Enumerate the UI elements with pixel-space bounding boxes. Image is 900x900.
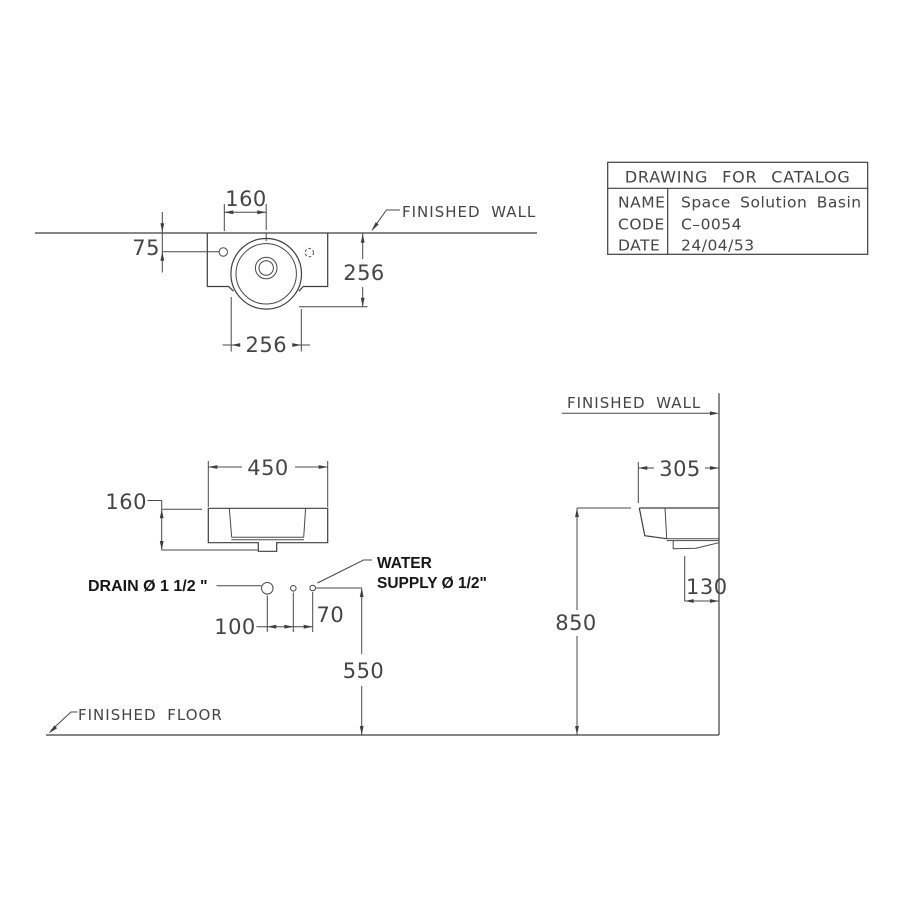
basin-outline-left <box>206 233 235 292</box>
dim-arrow <box>159 509 164 519</box>
title-block-label-name: NAME <box>618 194 665 212</box>
dim-text-450: 450 <box>247 456 289 480</box>
dim-arrow <box>360 297 365 307</box>
dim-text-130: 130 <box>686 575 728 599</box>
top-view: FINISHED WALL 160 75 256 <box>35 187 537 357</box>
dim-arrow <box>710 466 719 470</box>
dim-arrow <box>257 210 267 215</box>
drain-label: DRAIN Ø 1 1/2 " <box>88 578 208 595</box>
dim-arrow <box>359 588 364 597</box>
dim-arrow <box>160 223 165 233</box>
drain-hole-inner-circle <box>258 260 274 276</box>
basin-side-front-profile <box>638 507 667 540</box>
dim-arrow <box>160 251 165 261</box>
dim-arrow <box>303 624 313 629</box>
water-supply-label-line2: SUPPLY Ø 1/2" <box>377 575 487 592</box>
faucet-hole-left <box>218 247 229 257</box>
water-supply-leader <box>317 559 372 584</box>
basin-outline-right <box>298 233 329 292</box>
dim-arrow <box>684 599 694 603</box>
finished-floor-label: FINISHED FLOOR <box>78 706 223 724</box>
bowl-inner-left <box>228 508 233 538</box>
dim-text-256-depth: 256 <box>343 261 385 285</box>
title-block-header: DRAWING FOR CATALOG <box>625 168 851 187</box>
faucet-hole-right-dashed <box>304 247 314 258</box>
dim-arrow <box>231 343 241 347</box>
mounting-hole-circle <box>290 585 297 592</box>
finished-wall-label-top: FINISHED WALL <box>402 203 536 221</box>
dim-text-160-front: 160 <box>105 490 147 514</box>
dim-arrow <box>318 465 328 469</box>
title-block-border <box>607 161 869 255</box>
dim-text-305: 305 <box>659 457 701 481</box>
title-block-value-name: Space Solution Basin <box>681 194 862 212</box>
dim-arrow <box>292 343 302 347</box>
dim-arrow <box>359 726 364 735</box>
dim-arrow <box>224 210 234 215</box>
water-supply-circle <box>309 584 317 592</box>
bowl-rim-outer-circle <box>230 237 303 310</box>
finished-wall-label-side: FINISHED WALL <box>567 394 701 412</box>
bowl-inner-right <box>303 508 307 538</box>
title-block: DRAWING FOR CATALOG NAME Space Solution … <box>607 161 869 255</box>
bowl-rim-inner-circle <box>235 243 297 305</box>
basin-front-outline <box>207 507 329 552</box>
basin-side-inner-line <box>664 507 668 539</box>
water-supply-label-line1: WATER <box>377 555 432 572</box>
dim-arrow <box>638 466 648 470</box>
dim-text-550: 550 <box>343 659 385 683</box>
finished-floor-leader <box>50 711 78 731</box>
title-block-value-code: C–0054 <box>681 216 742 234</box>
side-view: FINISHED WALL 305 130 850 <box>555 393 727 735</box>
drain-hole-outer-circle <box>254 256 278 280</box>
dim-arrow <box>267 624 277 629</box>
title-block-label-code: CODE <box>618 216 665 234</box>
dim-text-70: 70 <box>317 603 345 627</box>
floor: FINISHED FLOOR <box>46 706 719 736</box>
basin-side-outlet-profile <box>672 540 720 550</box>
dim-text-256-bowl: 256 <box>246 333 288 357</box>
dim-text-160-top: 160 <box>225 187 267 211</box>
title-block-label-date: DATE <box>618 237 660 255</box>
leader-arrowhead <box>48 725 58 734</box>
leader-arrowhead <box>710 411 719 416</box>
dim-arrow <box>575 726 579 735</box>
dim-arrow <box>360 233 365 243</box>
dim-text-850: 850 <box>555 611 597 635</box>
dim-arrow <box>284 624 294 629</box>
drain-outlet-circle <box>261 582 274 595</box>
dim-arrow <box>159 541 164 550</box>
front-view: 450 160 DRAIN Ø 1 1/2 " WATER SUPPLY Ø 1… <box>88 456 487 735</box>
finished-wall-leader-top <box>372 209 400 230</box>
dim-arrow <box>208 465 218 469</box>
dim-text-100: 100 <box>214 615 256 639</box>
dim-arrow <box>575 508 579 517</box>
leader-arrowhead <box>371 222 379 232</box>
title-block-value-date: 24/04/53 <box>681 237 755 255</box>
dim-text-75: 75 <box>132 236 160 260</box>
dim-arrow <box>710 599 719 603</box>
